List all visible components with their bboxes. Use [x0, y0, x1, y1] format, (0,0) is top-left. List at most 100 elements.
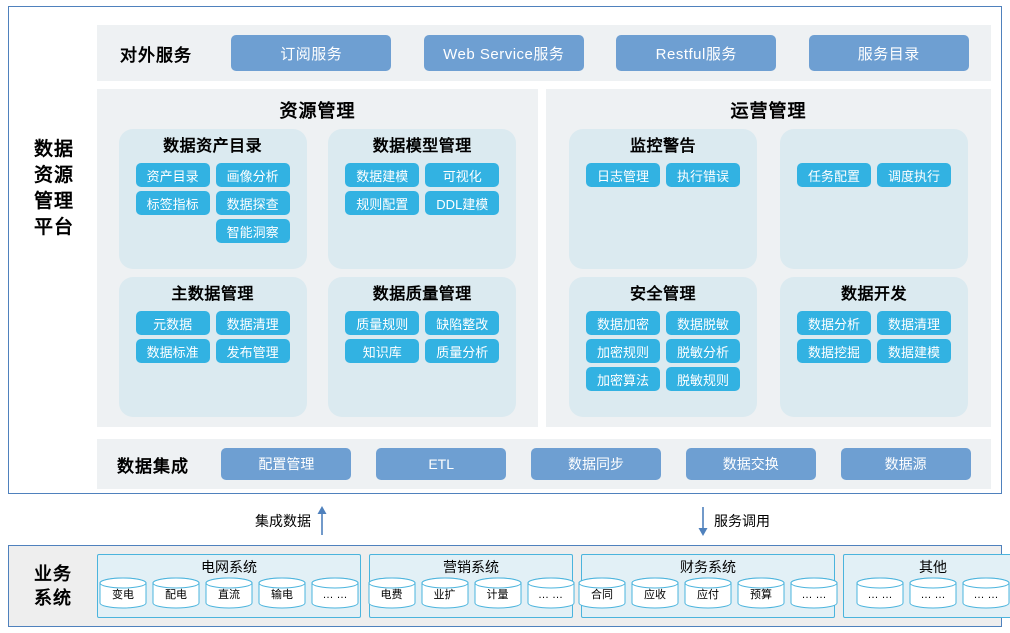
data-integration-title: 数据集成	[117, 456, 189, 476]
module-tag[interactable]: 标签指标	[135, 191, 210, 215]
module-tag[interactable]: 加密规则	[586, 339, 660, 363]
business-system-group-title: 营销系统	[443, 559, 499, 575]
module-tag[interactable]: 发布管理	[215, 339, 290, 363]
data-integration-button[interactable]: ETL	[376, 448, 507, 480]
business-system-item-label: 输电	[271, 589, 293, 601]
module-card: 任务配置调度执行	[780, 129, 968, 269]
module-tag[interactable]: 数据清理	[877, 311, 951, 335]
business-system-item-label: 合同	[591, 589, 613, 601]
business-system-item-label: 变电	[112, 589, 134, 601]
module-tag[interactable]: 可视化	[425, 163, 500, 187]
business-system-item-label: … …	[537, 589, 564, 601]
module-card: 监控警告日志管理执行错误	[569, 129, 757, 269]
module-tag[interactable]: 加密算法	[586, 367, 660, 391]
module-card-title: 数据模型管理	[372, 138, 472, 155]
module-tag[interactable]: 画像分析	[215, 163, 290, 187]
module-tag[interactable]: 数据建模	[345, 163, 420, 187]
module-tag[interactable]: 缺陷整改	[425, 311, 500, 335]
arrow-up-icon	[317, 506, 327, 535]
database-cylinder-icon[interactable]: 变电	[99, 577, 147, 609]
business-system-group-title: 财务系统	[680, 559, 736, 575]
database-cylinder-icon[interactable]: 业扩	[421, 577, 469, 609]
external-service-button[interactable]: Web Service服务	[423, 35, 584, 71]
database-cylinder-icon[interactable]: 输电	[258, 577, 306, 609]
business-system-item-label: … …	[973, 589, 999, 601]
database-cylinder-icon[interactable]: 直流	[205, 577, 253, 609]
business-systems-label-line: 业务	[34, 564, 72, 584]
database-cylinder-icon[interactable]: … …	[311, 577, 359, 609]
module-tag[interactable]: 数据标准	[135, 339, 210, 363]
external-service-button[interactable]: Restful服务	[616, 35, 777, 71]
platform-side-label-line: 数据	[33, 139, 74, 160]
data-integration-button[interactable]: 配置管理	[221, 448, 352, 480]
platform-side-label-line: 资源	[33, 165, 74, 186]
panel-resource-management: 资源管理 数据资产目录资产目录画像分析标签指标数据探查智能洞察数据模型管理数据建…	[97, 89, 538, 427]
business-system-item-label: … …	[920, 589, 946, 601]
external-service-button[interactable]: 服务目录	[808, 35, 969, 71]
module-tag[interactable]: DDL建模	[425, 191, 500, 215]
module-tag[interactable]: 任务配置	[797, 163, 871, 187]
module-card-title: 数据资产目录	[163, 138, 263, 155]
business-system-item-label: 配电	[165, 589, 187, 601]
module-tag[interactable]: 脱敏规则	[666, 367, 740, 391]
module-card-title: 数据质量管理	[372, 286, 472, 303]
flow-arrow-label: 集成数据	[255, 513, 311, 529]
module-tag[interactable]: 元数据	[135, 311, 210, 335]
business-system-item-label: … …	[867, 589, 893, 601]
module-tag-list: 任务配置调度执行	[780, 159, 968, 187]
module-tag[interactable]: 资产目录	[135, 163, 210, 187]
database-cylinder-icon[interactable]: 电费	[368, 577, 416, 609]
module-tag[interactable]: 执行错误	[666, 163, 740, 187]
external-service-button[interactable]: 订阅服务	[231, 35, 392, 71]
business-system-group-title: 其他	[919, 559, 947, 575]
business-system-item-label: 电费	[380, 589, 403, 601]
database-cylinder-icon[interactable]: … …	[790, 577, 838, 609]
database-cylinder-icon[interactable]: 计量	[474, 577, 522, 609]
module-tag[interactable]: 智能洞察	[215, 219, 290, 243]
business-system-item-label: 直流	[218, 589, 240, 601]
database-cylinder-icon[interactable]: … …	[909, 577, 957, 609]
database-cylinder-icon[interactable]: 应付	[684, 577, 732, 609]
business-system-item-list: 变电 配电 直流 输电 … …	[99, 577, 359, 609]
business-system-item-label: … …	[801, 589, 827, 601]
database-cylinder-icon[interactable]: … …	[856, 577, 904, 609]
data-integration-button[interactable]: 数据同步	[530, 448, 661, 480]
module-card: 主数据管理元数据数据清理数据标准发布管理	[118, 277, 307, 417]
module-tag-list: 元数据数据清理数据标准发布管理	[119, 307, 307, 363]
data-integration-button[interactable]: 数据源	[840, 448, 971, 480]
flow-arrow-item: 集成数据	[255, 506, 328, 536]
module-tag[interactable]: 数据脱敏	[666, 311, 740, 335]
module-tag[interactable]: 日志管理	[586, 163, 660, 187]
database-cylinder-icon[interactable]: … …	[527, 577, 575, 609]
database-cylinder-icon[interactable]: 合同	[578, 577, 626, 609]
module-tag[interactable]: 质量分析	[425, 339, 500, 363]
data-integration-buttons: 配置管理 ETL 数据同步数据交换数据源	[209, 448, 991, 480]
platform-side-label-line: 管理	[33, 191, 74, 212]
module-tag[interactable]: 数据建模	[877, 339, 951, 363]
database-cylinder-icon[interactable]: 应收	[631, 577, 679, 609]
module-tag[interactable]: 脱敏分析	[666, 339, 740, 363]
module-tag[interactable]: 知识库	[345, 339, 420, 363]
module-tag[interactable]: 质量规则	[345, 311, 420, 335]
business-system-group: 电网系统变电 配电 直流 输电 … …	[97, 554, 361, 618]
module-card-title: 主数据管理	[171, 286, 254, 303]
module-tag[interactable]: 数据探查	[215, 191, 290, 215]
module-tag[interactable]: 数据分析	[797, 311, 871, 335]
module-card-title: 数据开发	[840, 286, 907, 303]
module-tag[interactable]: 数据挖掘	[797, 339, 871, 363]
business-system-item-label: 业扩	[433, 589, 456, 601]
module-tag[interactable]: 数据清理	[215, 311, 290, 335]
business-system-group-title: 电网系统	[201, 559, 257, 575]
platform-side-label-line: 平台	[33, 217, 74, 238]
database-cylinder-icon[interactable]: … …	[962, 577, 1010, 609]
module-tag[interactable]: 规则配置	[345, 191, 420, 215]
business-system-item-label: 预算	[750, 589, 772, 601]
module-tag[interactable]: 数据加密	[586, 311, 660, 335]
business-system-group: 营销系统电费 业扩 计量 … …	[368, 554, 575, 618]
database-cylinder-icon[interactable]: 预算	[737, 577, 785, 609]
database-cylinder-icon[interactable]: 配电	[152, 577, 200, 609]
module-tag[interactable]: 调度执行	[877, 163, 951, 187]
data-integration-button[interactable]: 数据交换	[685, 448, 816, 480]
module-tag-list: 资产目录画像分析标签指标数据探查智能洞察	[119, 159, 307, 243]
